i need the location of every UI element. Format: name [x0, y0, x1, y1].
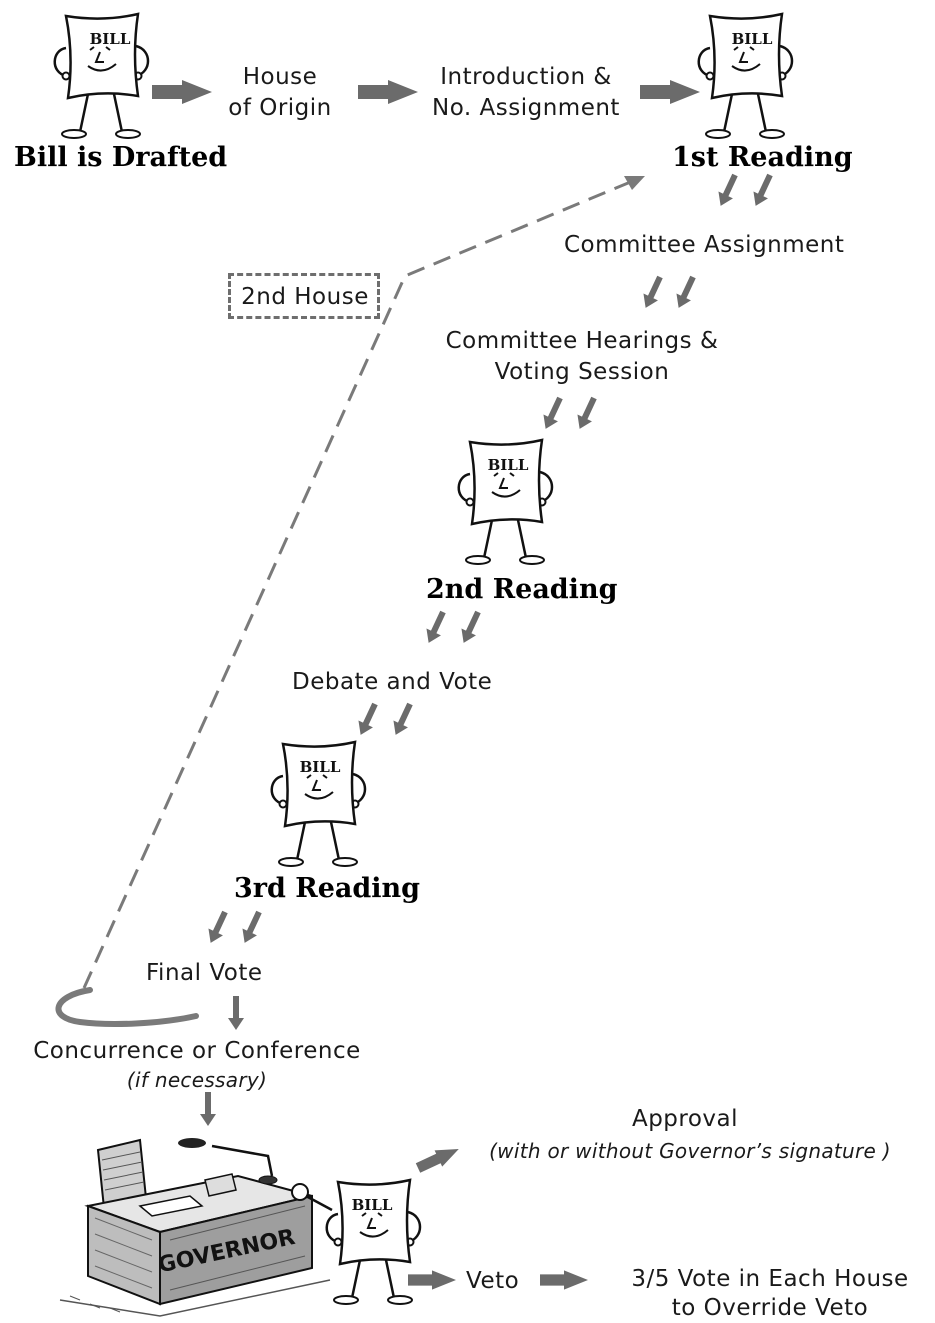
governor-desk: [59, 1138, 333, 1317]
bill-label: BILL: [488, 456, 529, 474]
step-approval-note: (with or without Governor’s signature ): [489, 1139, 891, 1163]
step-bill-drafted: Bill is Drafted: [14, 142, 228, 173]
step-committee-assignment: Committee Assignment: [564, 232, 845, 258]
step-override-line2: to Override Veto: [671, 1295, 869, 1321]
arrows-to-final-vote: [203, 908, 267, 947]
arrows-to-third-reading: [353, 700, 418, 739]
bill-label: BILL: [300, 758, 341, 776]
step-committee-hearings-line1: Committee Hearings &: [445, 328, 719, 354]
arrow-to-governor: [200, 1092, 216, 1126]
step-third-reading: 3rd Reading: [234, 873, 421, 904]
arrow-origin-to-introduction: [358, 80, 418, 104]
arrow-to-veto: [408, 1270, 456, 1290]
arrow-to-override: [540, 1270, 588, 1290]
arrow-to-approval: [414, 1140, 463, 1177]
step-introduction-line2: No. Assignment: [432, 95, 620, 121]
step-concurrence: Concurrence or Conference: [33, 1038, 361, 1064]
step-introduction-line1: Introduction &: [440, 64, 612, 90]
arrow-to-concurrence: [228, 996, 244, 1030]
step-veto: Veto: [466, 1268, 520, 1294]
final-vote-loop: [55, 987, 199, 1027]
arrows-to-debate: [421, 608, 486, 647]
arrows-to-committee-hearings: [638, 273, 701, 312]
step-committee-hearings-line2: Voting Session: [494, 359, 670, 385]
arrows-to-committee-assignment: [713, 171, 778, 210]
arrow-drafted-to-origin: [152, 80, 212, 104]
step-house-of-origin-line1: House: [242, 64, 318, 90]
second-house-return-path: [82, 176, 641, 989]
bill-label: BILL: [732, 30, 773, 48]
second-house-return-arrowhead: [624, 176, 645, 190]
second-house-label: 2nd House: [241, 284, 369, 310]
step-debate-and-vote: Debate and Vote: [292, 669, 493, 695]
step-first-reading: 1st Reading: [672, 142, 853, 173]
arrows-to-second-reading: [538, 394, 602, 433]
step-house-of-origin-line2: of Origin: [228, 95, 332, 121]
bill-label: BILL: [352, 1196, 393, 1214]
step-concurrence-note: (if necessary): [126, 1068, 268, 1092]
arrow-introduction-to-reading: [640, 80, 700, 104]
step-override-line1: 3/5 Vote in Each House: [631, 1266, 909, 1292]
second-house-box: [228, 273, 380, 319]
bill-label: BILL: [90, 30, 131, 48]
step-approval: Approval: [631, 1106, 739, 1132]
step-second-reading: 2nd Reading: [426, 574, 618, 605]
step-final-vote: Final Vote: [146, 960, 263, 986]
